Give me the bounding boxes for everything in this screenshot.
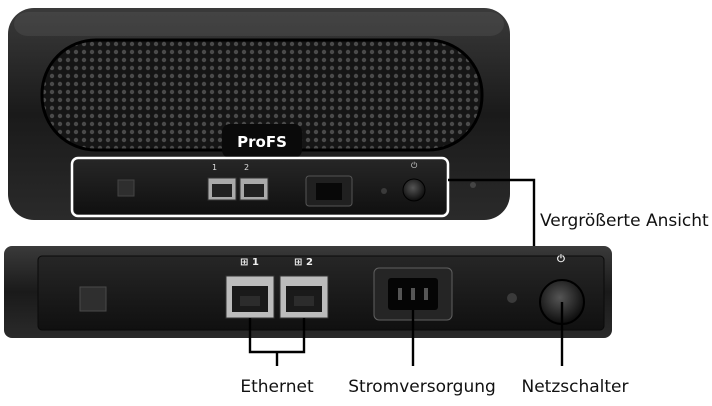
blank-cover <box>79 286 107 312</box>
ethernet-label: Ethernet <box>240 377 314 397</box>
port-tag-2: 2 <box>306 257 313 268</box>
zoom-highlight-frame <box>70 156 450 218</box>
zoom-connector-line <box>448 178 536 246</box>
power-symbol-small: ⏻ <box>411 161 418 170</box>
power-symbol: ⏻ <box>557 253 565 265</box>
network-icon-2: ⊞ <box>294 257 302 268</box>
zoom-view-label: Vergrößerte Ansicht <box>540 211 709 231</box>
port-tag-1-small: 1 <box>212 163 217 172</box>
power-switch-label: Netzschalter <box>522 377 629 397</box>
brand-logo: ProFS <box>237 133 287 151</box>
network-icon-1: ⊞ <box>240 257 248 268</box>
leader-lines <box>248 178 564 366</box>
port-tag-1: 1 <box>252 257 259 268</box>
zoomed-port-panel: ⊞ 1 ⊞ 2 ⏻ <box>4 246 612 338</box>
port-tag-2-small: 2 <box>244 163 249 172</box>
power-supply-label: Stromversorgung <box>348 377 496 397</box>
brand-badge <box>222 124 302 158</box>
led-indicator-small <box>381 188 387 194</box>
led-indicator <box>507 293 517 303</box>
screw-hole <box>470 182 476 188</box>
device-back-view: ProFS 1 2 ⏻ <box>8 8 510 220</box>
blank-cover-small <box>117 179 135 197</box>
power-switch-small <box>402 178 426 202</box>
